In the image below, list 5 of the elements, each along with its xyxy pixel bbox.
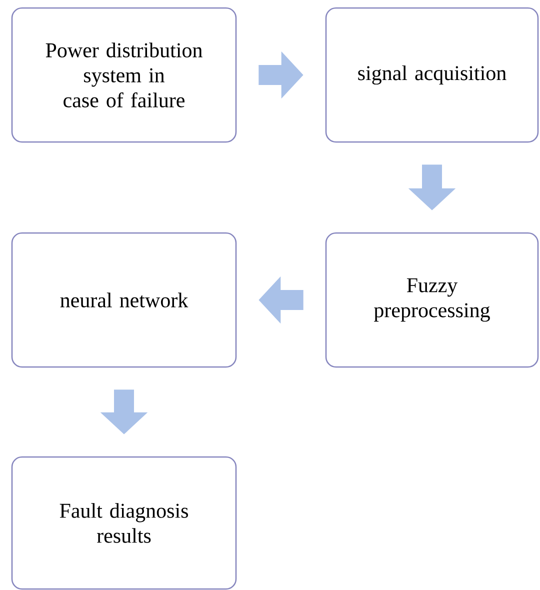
process-box: signal acquisition xyxy=(325,7,539,143)
process-box: neural network xyxy=(11,232,237,368)
process-box: Fault diagnosis results xyxy=(11,456,237,590)
process-box: Power distribution system in case of failure xyxy=(11,7,237,143)
process-box: Fuzzy preprocessing xyxy=(325,232,539,368)
